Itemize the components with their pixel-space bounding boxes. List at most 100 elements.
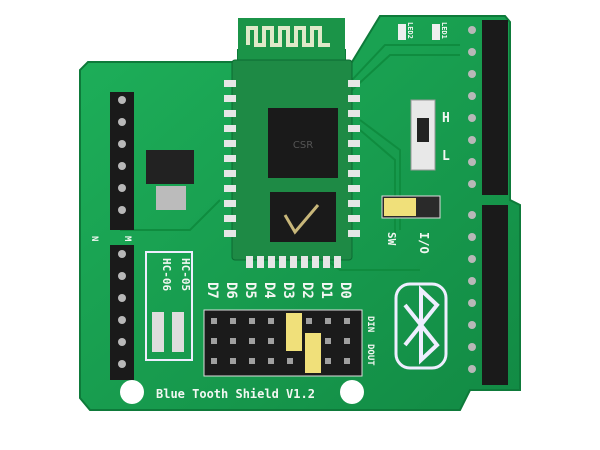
label-io: I/O [417,232,431,254]
header-pin [118,140,126,148]
bt-chip [268,108,338,178]
d-header-pin [306,318,312,324]
label-led2: LED2 [406,22,414,39]
mounting-hole [340,380,364,404]
d-header-pin [211,318,217,324]
pin-label-d2: D2 [299,282,315,299]
voltage-regulator [146,150,194,184]
header-pin [118,118,126,126]
module-pad [224,95,236,102]
d-header-pin [211,338,217,344]
header-pin [468,321,476,329]
module-pad [348,80,360,87]
module-select-box [145,251,193,361]
header-pin [468,255,476,263]
module-pad [348,185,360,192]
module-pad [224,80,236,87]
d-header-pin [249,318,255,324]
d-header-pin [325,338,331,344]
module-pad [348,170,360,177]
antenna-trace [246,26,330,47]
module-pad [224,110,236,117]
bluetooth-icon [403,285,440,365]
module-pad [224,200,236,207]
module-pad [301,256,308,268]
d-header-pin [211,358,217,364]
d-header-pin [249,338,255,344]
d-header-pin [268,358,274,364]
header-pin [118,338,126,346]
label-m: M [122,236,132,242]
label-h: H [442,111,450,126]
label-led1: LED1 [440,22,448,39]
module-pad [348,95,360,102]
led2 [398,24,406,40]
switch-knob[interactable] [417,118,429,142]
module-pad [348,230,360,237]
pin-label-d6: D6 [223,282,239,299]
header-pin [118,272,126,280]
chip-marking: CSR [293,140,313,151]
jumper-d3[interactable] [286,313,302,351]
d-header-pin [268,338,274,344]
module-pad [312,256,319,268]
header-pin [118,250,126,258]
regulator-tab [156,186,186,210]
label-l: L [442,149,450,164]
pin-label-d3: D3 [280,282,296,299]
module-pad [279,256,286,268]
header-pin [468,180,476,188]
header-pin [118,162,126,170]
right-header-bottom[interactable] [482,205,508,385]
sw-io-jumper[interactable] [384,198,416,216]
d-header-pin [249,358,255,364]
pin-label-d7: D7 [204,282,220,299]
module-pad [224,230,236,237]
header-pin [468,277,476,285]
d-header-pin [230,338,236,344]
header-pin [118,206,126,214]
header-pin [468,211,476,219]
label-n: N [89,236,99,241]
module-pad [268,256,275,268]
module-pad [348,155,360,162]
d-header-pin [344,358,350,364]
d-pin-header[interactable] [203,309,363,377]
pin-label-d4: D4 [261,282,277,299]
module-pads [224,80,360,268]
header-pin [468,136,476,144]
mounting-hole [120,380,144,404]
d-header-pin [344,318,350,324]
header-pin [118,360,126,368]
header-pin [468,158,476,166]
module-pad [348,110,360,117]
pin-label-d5: D5 [242,282,258,299]
module-pad [348,125,360,132]
board-title: Blue Tooth Shield V1.2 [156,387,315,401]
d-header-pin [344,338,350,344]
right-header-top[interactable] [482,20,508,195]
d-header-pin [325,318,331,324]
module-pad [224,170,236,177]
led1 [432,24,440,40]
label-hc05: HC-05 [179,258,192,291]
header-pin [468,92,476,100]
label-din: DIN [365,316,375,332]
module-pad [334,256,341,268]
module-pad [323,256,330,268]
header-pin [468,299,476,307]
module-pad [257,256,264,268]
header-pin [118,96,126,104]
left-header-bottom[interactable] [110,245,134,380]
module-pad [224,185,236,192]
d-header-pin [287,358,293,364]
header-pin [468,26,476,34]
module-pad [224,215,236,222]
module-pad [348,200,360,207]
jumper-d2[interactable] [305,333,321,373]
header-pin [468,343,476,351]
header-pin [118,184,126,192]
d-header-pin [230,358,236,364]
module-pad [224,140,236,147]
